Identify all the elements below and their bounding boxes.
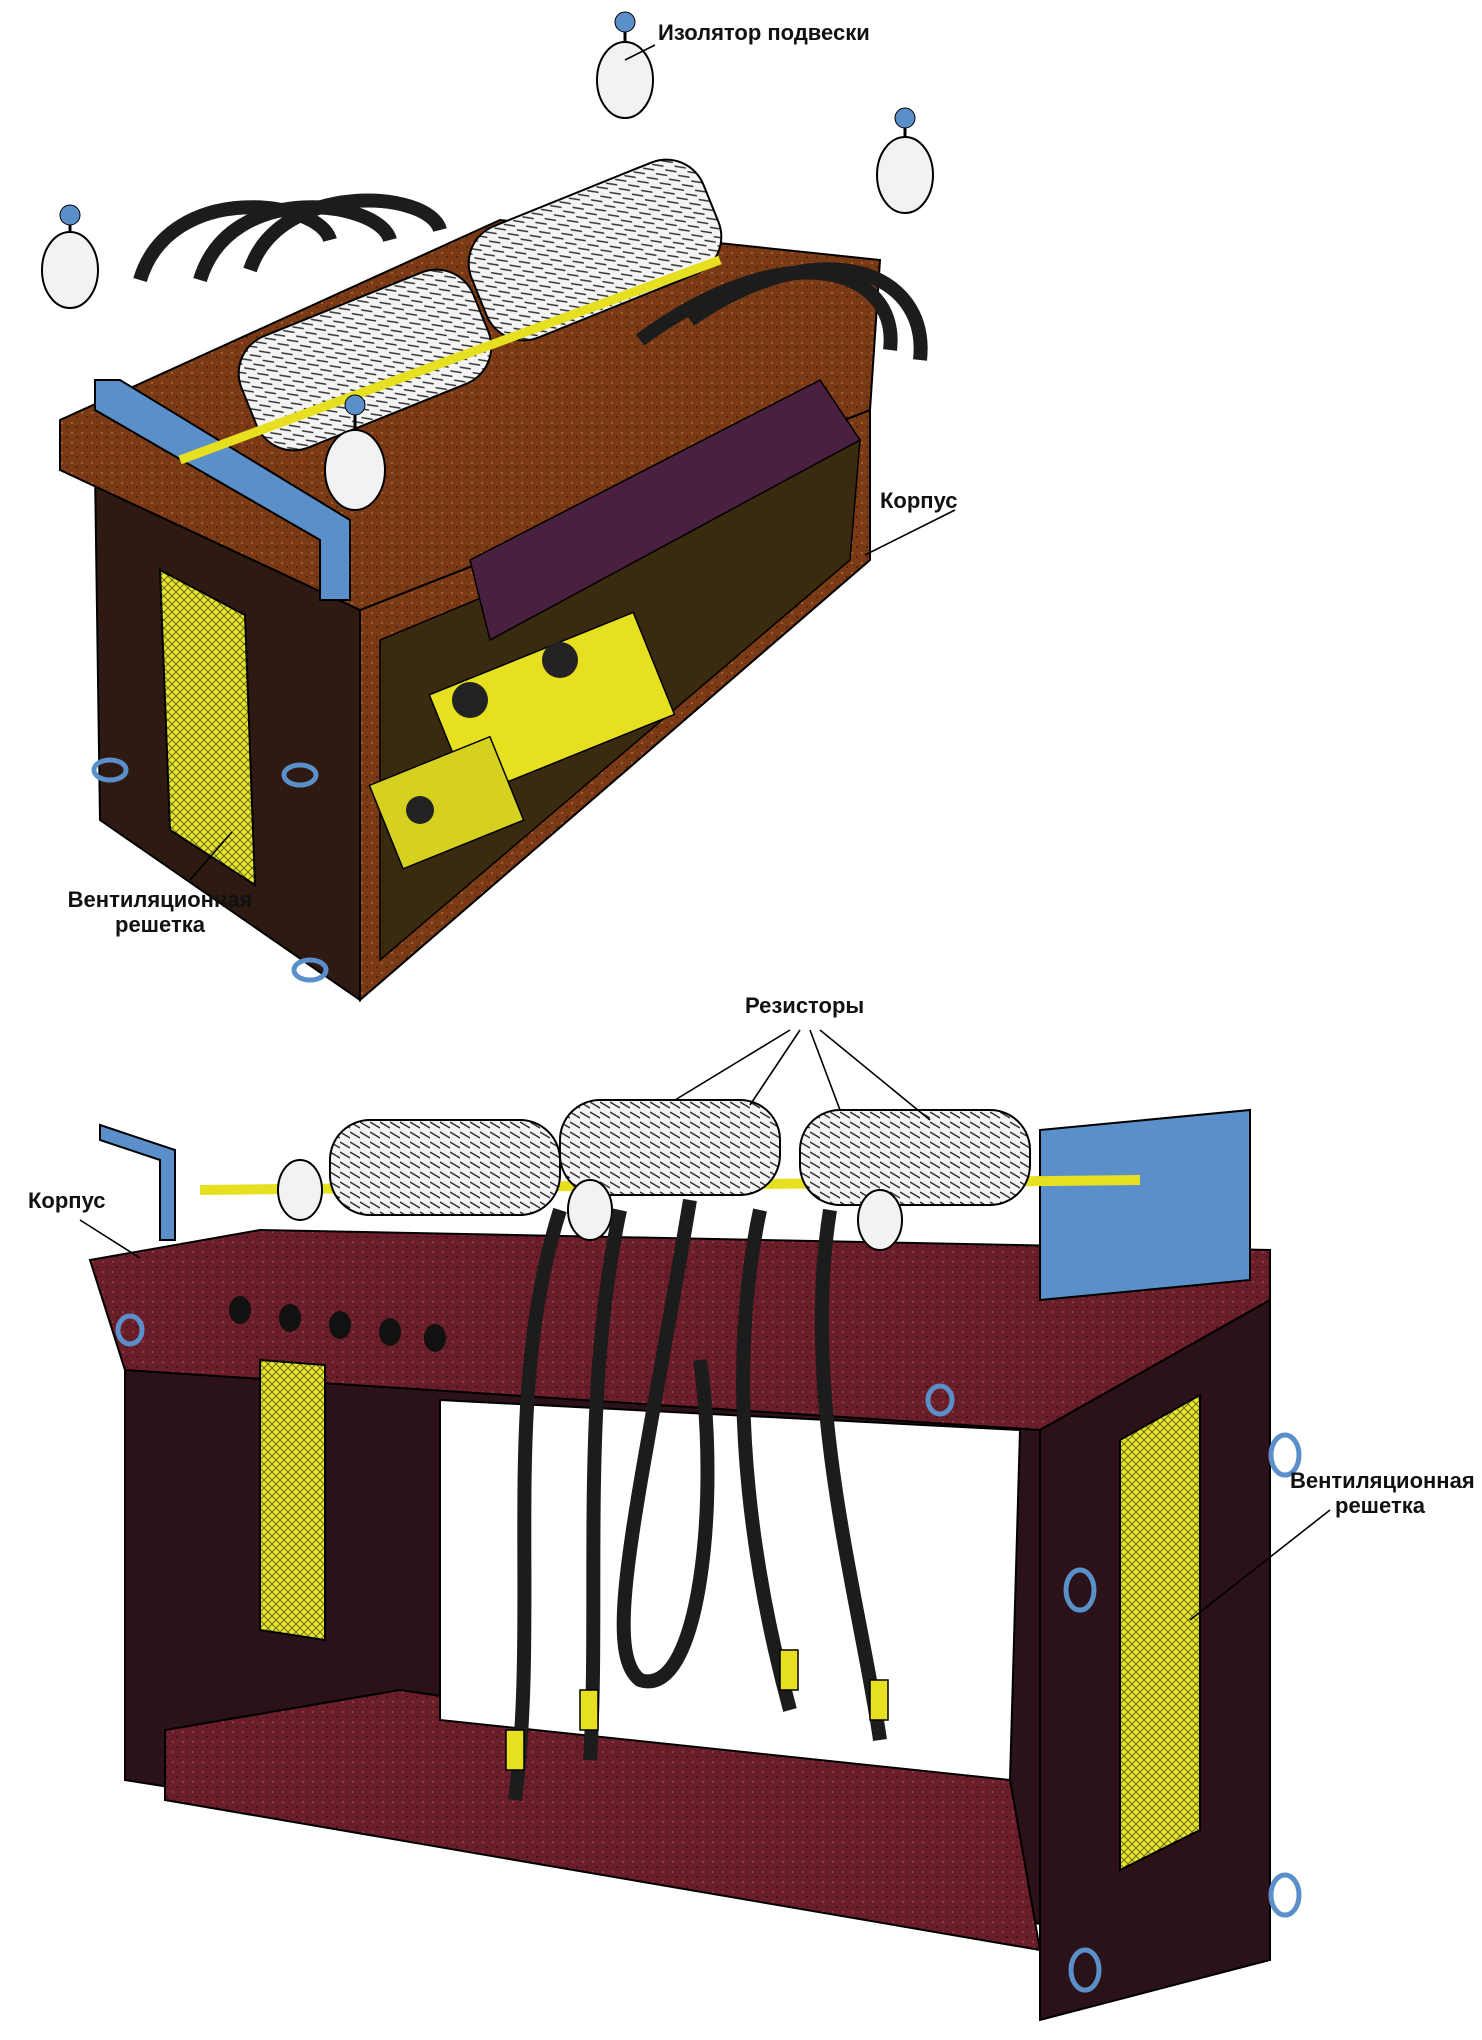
leader-bottom-vent <box>1189 1509 1331 1621</box>
leader-resistors-4 <box>819 1029 931 1121</box>
top-interior-components <box>368 611 676 870</box>
bottom-unit <box>88 1099 1302 2022</box>
label-bottom-vent-grille: Вентиляционная решетка <box>1290 1468 1475 1518</box>
top-insulators <box>41 11 934 511</box>
leader-top-insulator <box>624 44 656 61</box>
label-top-vent-line2: решетка <box>115 912 205 937</box>
insulator-icon <box>324 394 386 511</box>
bottom-handles <box>115 1313 1302 1993</box>
label-bottom-vent-line1: Вентиляционная <box>1290 1468 1475 1493</box>
label-top-body: Корпус <box>880 488 958 513</box>
bottom-resistors <box>199 1099 1141 1251</box>
insulator-icon <box>596 11 654 119</box>
bottom-cable-lugs <box>505 1649 889 1771</box>
bottom-right-bracket <box>1039 1108 1251 1302</box>
leader-resistors-3 <box>809 1029 841 1111</box>
leader-resistors-1 <box>674 1029 791 1101</box>
leader-top-vent <box>189 831 233 881</box>
bottom-plate-holes <box>229 1296 446 1352</box>
label-top-vent-line1: Вентиляционная <box>67 887 253 912</box>
top-resistors <box>178 158 723 465</box>
bottom-vent-grille-left <box>259 1358 326 1642</box>
label-top-vent-grille: Вентиляционная решетка <box>60 887 260 937</box>
leader-resistors-2 <box>749 1029 801 1106</box>
top-unit <box>41 11 934 1003</box>
insulator-icon <box>41 204 99 309</box>
label-suspension-insulator: Изолятор подвески <box>658 20 870 45</box>
label-bottom-vent-line2: решетка <box>1335 1493 1425 1518</box>
top-left-bracket <box>94 379 351 601</box>
leader-bottom-body <box>79 1219 141 1259</box>
top-body-lip <box>469 379 862 642</box>
insulator-icon <box>876 107 934 214</box>
label-bottom-body: Корпус <box>28 1188 106 1213</box>
leader-lines <box>79 44 1331 1621</box>
top-handles <box>91 757 329 983</box>
bottom-cables <box>508 1198 887 1801</box>
top-cables <box>133 193 928 361</box>
leader-top-body <box>864 509 956 556</box>
label-resistors: Резисторы <box>745 993 865 1018</box>
top-vent-grille <box>158 568 257 887</box>
bottom-left-bracket <box>99 1123 176 1241</box>
bottom-vent-grille-right <box>1119 1393 1201 1872</box>
